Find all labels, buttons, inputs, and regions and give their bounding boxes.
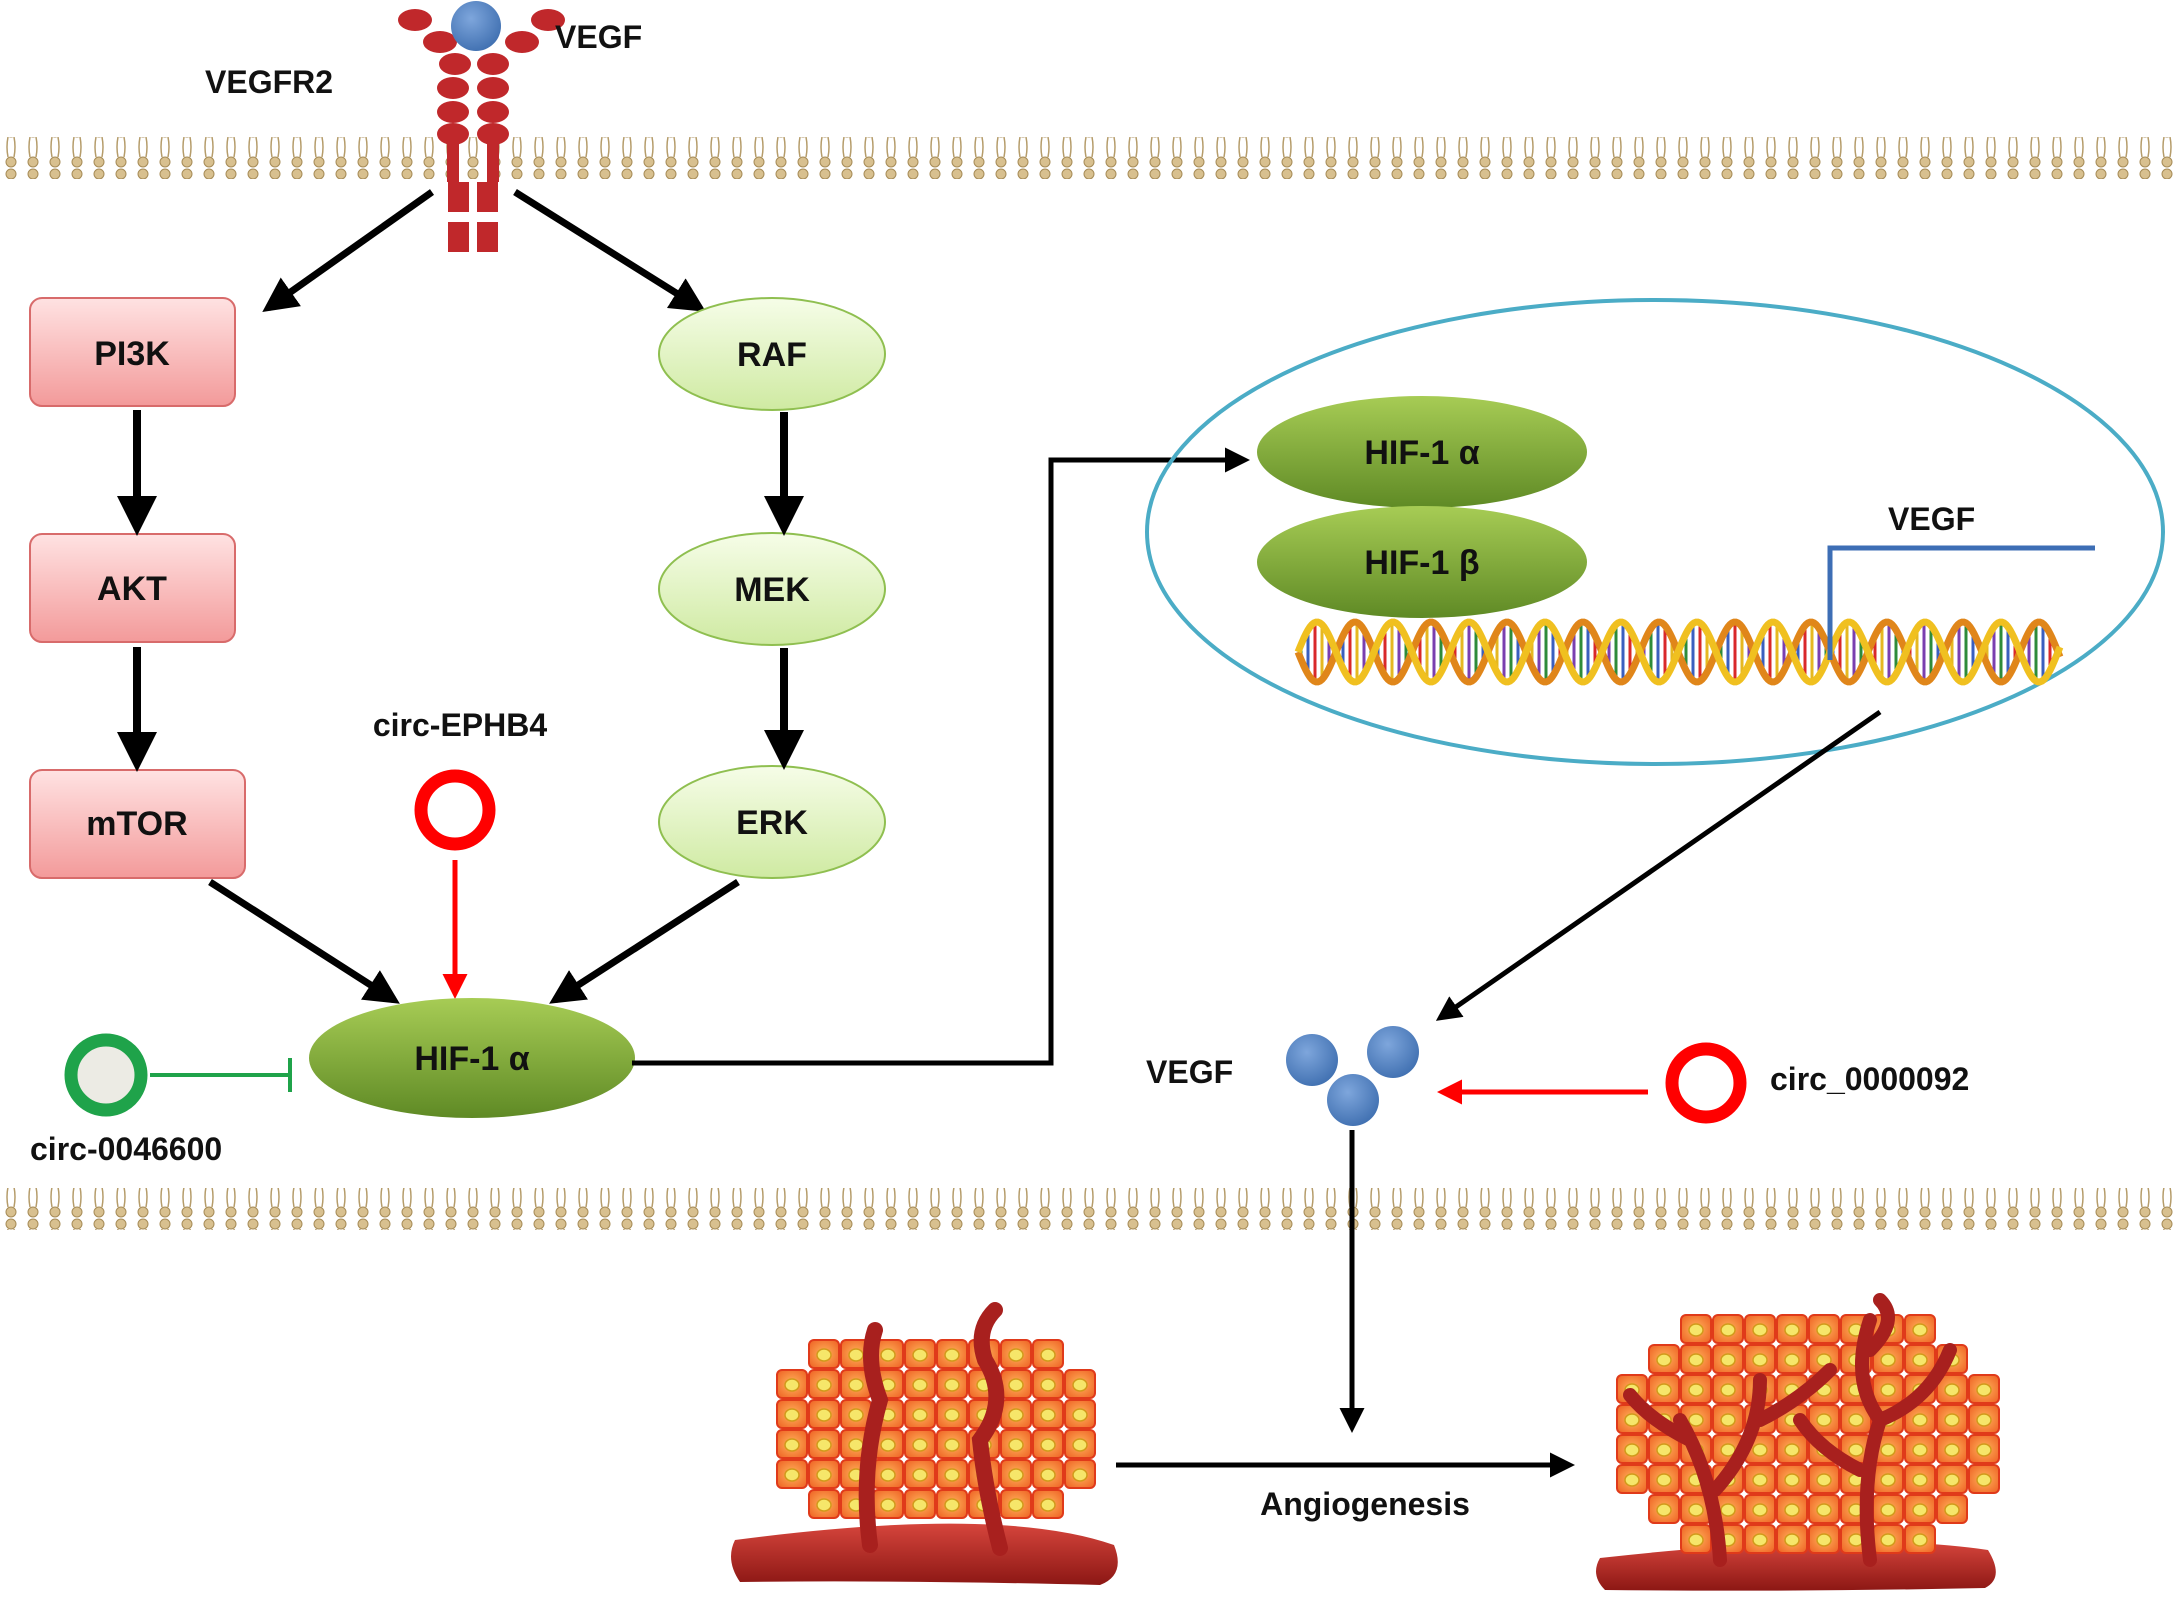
akt-node: AKT	[29, 533, 236, 643]
nucleus-hif1-beta: HIF-1 β	[1257, 506, 1587, 618]
mtor-label: mTOR	[86, 805, 187, 843]
vegfr2-label: VEGFR2	[205, 64, 333, 100]
circ-0000092-label: circ_0000092	[1770, 1061, 1969, 1097]
arrow-receptor-to-raf	[513, 189, 706, 312]
raf-label: RAF	[737, 336, 807, 374]
vegfr2-receptor-icon	[398, 9, 565, 252]
tumor-before-icon	[731, 1302, 1118, 1585]
arrow-mtor-to-hif	[208, 879, 400, 1004]
vegf-secreted-icon	[1327, 1074, 1379, 1126]
nucleus-hif1-alpha: HIF-1 α	[1257, 396, 1587, 508]
erk-node: ERK	[658, 765, 886, 879]
top-membrane	[0, 137, 2175, 179]
arrow-receptor-to-pi3k	[262, 189, 435, 313]
vegf-secreted-label: VEGF	[1146, 1054, 1233, 1090]
vegf-ligand-label: VEGF	[555, 19, 642, 55]
mek-label: MEK	[734, 571, 810, 609]
dna-helix-icon	[1294, 618, 2064, 686]
hif1-alpha-node: HIF-1 α	[309, 998, 635, 1118]
vegf-gene-promoter	[1827, 545, 2095, 660]
circ-0046600-label: circ-0046600	[30, 1131, 222, 1167]
circ-0000092-icon	[1665, 1042, 1747, 1124]
nucleus-vegf-gene-label: VEGF	[1888, 501, 1975, 537]
nucleus-hif1-beta-label: HIF-1 β	[1364, 544, 1479, 582]
circ-0046600-icon	[64, 1033, 148, 1117]
bottom-membrane	[0, 1188, 2175, 1230]
erk-label: ERK	[736, 804, 808, 842]
mtor-node: mTOR	[29, 769, 246, 879]
vegf-secreted-icon	[1367, 1026, 1419, 1078]
nucleus-hif1-alpha-label: HIF-1 α	[1364, 434, 1479, 472]
tumor-after-icon	[1596, 1293, 2000, 1591]
akt-label: AKT	[97, 570, 167, 608]
mek-node: MEK	[658, 532, 886, 646]
nucleus-outline	[1145, 298, 2165, 766]
arrow-hif-to-nucleus	[632, 447, 1250, 1066]
arrow-erk-to-hif	[549, 879, 740, 1004]
vegf-ligand-icon	[451, 1, 501, 51]
circ-ephb4-label: circ-EPHB4	[373, 707, 548, 743]
pi3k-node: PI3K	[29, 297, 236, 407]
hif1-alpha-label: HIF-1 α	[414, 1040, 529, 1078]
circ-ephb4-icon	[414, 769, 496, 851]
angiogenesis-label: Angiogenesis	[1260, 1486, 1470, 1522]
raf-node: RAF	[658, 297, 886, 411]
vegf-secreted-icon	[1286, 1034, 1338, 1086]
pi3k-label: PI3K	[94, 335, 170, 373]
arrow-nucleus-to-vegf	[1435, 709, 1882, 1021]
